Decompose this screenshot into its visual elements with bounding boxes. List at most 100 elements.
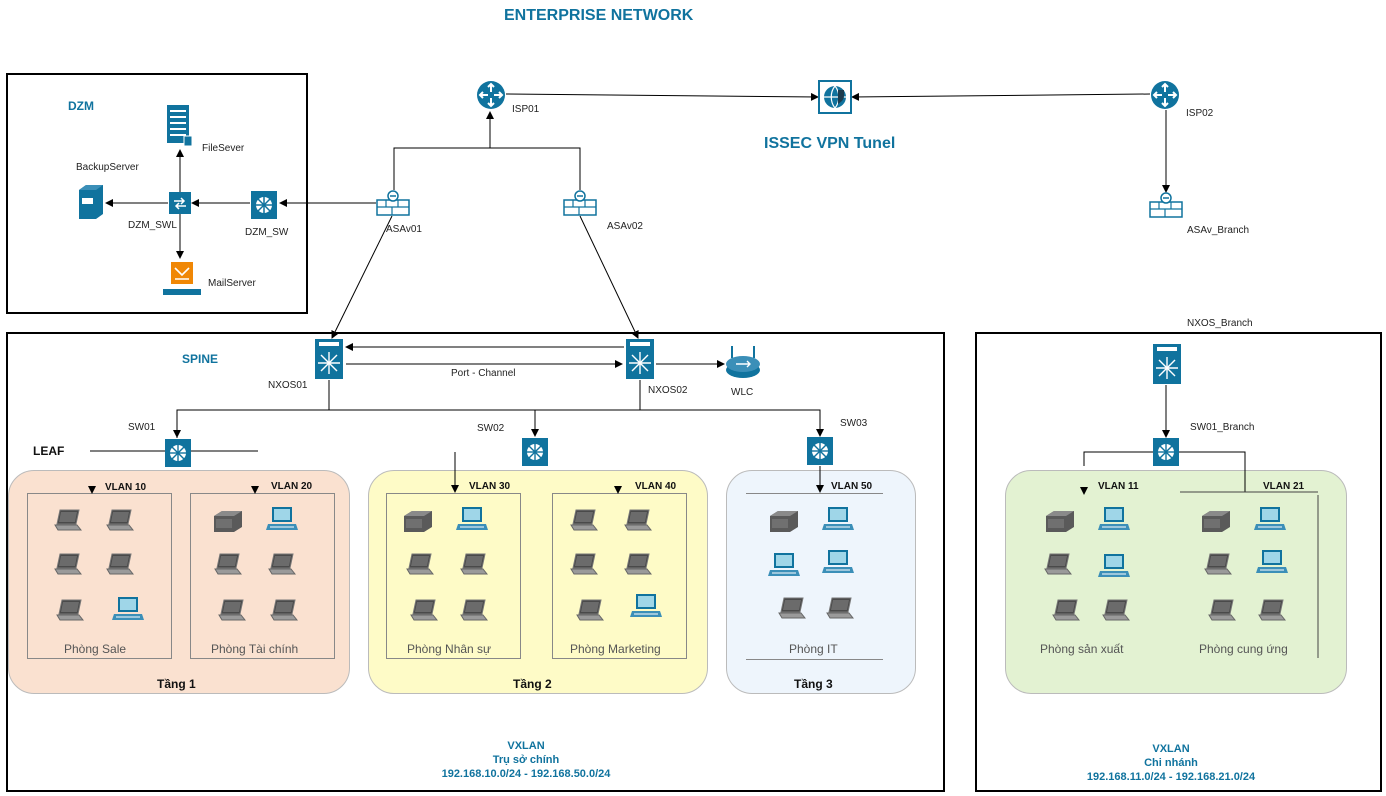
sw01-branch-label: SW01_Branch bbox=[1190, 422, 1255, 433]
asav01-label: ASAv01 bbox=[386, 224, 422, 235]
nxos01-switch-icon[interactable] bbox=[314, 338, 344, 385]
sw03-label: SW03 bbox=[840, 418, 868, 429]
sw02-switch-icon[interactable] bbox=[521, 437, 549, 472]
laptop-icon[interactable] bbox=[54, 508, 83, 537]
server-icon[interactable] bbox=[212, 510, 244, 539]
file-server-icon[interactable] bbox=[166, 104, 193, 153]
nxos-branch-label: NXOS_Branch bbox=[1187, 318, 1253, 329]
desktop-pc-icon[interactable] bbox=[822, 549, 854, 580]
backup-server-icon[interactable] bbox=[78, 184, 104, 225]
sw02-label: SW02 bbox=[477, 423, 505, 434]
laptop-icon[interactable] bbox=[410, 598, 439, 627]
link-isp02-vpn bbox=[851, 92, 1151, 101]
laptop-icon[interactable] bbox=[268, 552, 297, 581]
laptop-icon[interactable] bbox=[1052, 598, 1081, 627]
desktop-pc-icon[interactable] bbox=[822, 506, 854, 537]
vpn-globe-icon[interactable] bbox=[818, 80, 852, 119]
isp01-router-icon[interactable] bbox=[476, 80, 506, 115]
laptop-icon[interactable] bbox=[218, 598, 247, 627]
laptop-icon[interactable] bbox=[570, 508, 599, 537]
server-icon[interactable] bbox=[768, 510, 800, 539]
floor-2 bbox=[368, 470, 708, 694]
laptop-icon[interactable] bbox=[1204, 552, 1233, 581]
link-asav01-nxos01 bbox=[331, 215, 393, 339]
asav01-firewall-icon[interactable] bbox=[376, 190, 410, 221]
laptop-icon[interactable] bbox=[270, 598, 299, 627]
desktop-pc-icon[interactable] bbox=[112, 596, 144, 627]
server-icon[interactable] bbox=[1200, 510, 1232, 539]
laptop-icon[interactable] bbox=[826, 596, 855, 625]
server-icon[interactable] bbox=[1044, 510, 1076, 539]
sw01-label: SW01 bbox=[128, 422, 156, 433]
main-site-zone bbox=[6, 332, 945, 792]
desktop-pc-icon[interactable] bbox=[1256, 549, 1288, 580]
leaf-label: LEAF bbox=[33, 444, 65, 458]
room-supply-name: Phòng cung ứng bbox=[1199, 642, 1288, 656]
laptop-icon[interactable] bbox=[106, 552, 135, 581]
laptop-icon[interactable] bbox=[624, 552, 653, 581]
laptop-icon[interactable] bbox=[56, 598, 85, 627]
laptop-icon[interactable] bbox=[570, 552, 599, 581]
dzm-swl-label: DZM_SWL bbox=[128, 220, 177, 231]
mail-server-icon[interactable] bbox=[162, 262, 202, 303]
main-range: 192.168.10.0/24 - 192.168.50.0/24 bbox=[441, 768, 611, 780]
laptop-icon[interactable] bbox=[460, 598, 489, 627]
laptop-icon[interactable] bbox=[460, 552, 489, 581]
vlan-21-label: VLAN 21 bbox=[1263, 481, 1305, 492]
branch-vxlan: VXLAN bbox=[1152, 743, 1190, 755]
desktop-pc-icon[interactable] bbox=[456, 506, 488, 537]
asav02-label: ASAv02 bbox=[607, 221, 643, 232]
laptop-icon[interactable] bbox=[1258, 598, 1287, 627]
desktop-pc-icon[interactable] bbox=[1098, 553, 1130, 584]
wlc-icon[interactable] bbox=[724, 344, 762, 385]
dzm-sw-icon[interactable] bbox=[250, 190, 280, 225]
floor-3-name: Tầng 3 bbox=[794, 677, 833, 691]
wlc-label: WLC bbox=[731, 387, 754, 398]
laptop-icon[interactable] bbox=[1044, 552, 1073, 581]
sw01-switch-icon[interactable] bbox=[164, 438, 192, 473]
laptop-icon[interactable] bbox=[54, 552, 83, 581]
page-title: ENTERPRISE NETWORK bbox=[504, 7, 694, 24]
laptop-icon[interactable] bbox=[214, 552, 243, 581]
vpn-tunnel-label: ISSEC VPN Tunel bbox=[764, 135, 896, 152]
laptop-icon[interactable] bbox=[106, 508, 135, 537]
asav-branch-firewall-icon[interactable] bbox=[1149, 192, 1183, 223]
link-asav-bus bbox=[393, 147, 581, 190]
dzm-sw-label: DZM_SW bbox=[245, 227, 289, 238]
laptop-icon[interactable] bbox=[624, 508, 653, 537]
link-isp01-vpn bbox=[505, 92, 819, 101]
server-icon[interactable] bbox=[402, 510, 434, 539]
floor-1-name: Tầng 1 bbox=[157, 677, 196, 691]
floor-2-name: Tầng 2 bbox=[513, 677, 552, 691]
desktop-pc-icon[interactable] bbox=[1098, 506, 1130, 537]
desktop-pc-icon[interactable] bbox=[266, 506, 298, 537]
sw01-branch-switch-icon[interactable] bbox=[1152, 437, 1180, 472]
laptop-icon[interactable] bbox=[778, 596, 807, 625]
nxos-branch-switch-icon[interactable] bbox=[1152, 343, 1182, 390]
sw03-switch-icon[interactable] bbox=[806, 436, 834, 471]
vlan-20-label: VLAN 20 bbox=[271, 481, 313, 492]
vlan-10-label: VLAN 10 bbox=[105, 482, 147, 493]
dzm-swl-icon[interactable] bbox=[169, 192, 191, 219]
desktop-pc-icon[interactable] bbox=[1254, 506, 1286, 537]
branch-site: Chi nhánh bbox=[1144, 757, 1198, 769]
room-production-name: Phòng sản xuất bbox=[1040, 642, 1124, 656]
laptop-icon[interactable] bbox=[1208, 598, 1237, 627]
floor-3 bbox=[726, 470, 916, 694]
main-footer: VXLAN Trụ sở chính 192.168.10.0/24 - 192… bbox=[426, 739, 626, 781]
file-server-label: FileSever bbox=[202, 143, 245, 154]
branch-footer: VXLAN Chi nhánh 192.168.11.0/24 - 192.16… bbox=[1071, 742, 1271, 784]
laptop-icon[interactable] bbox=[406, 552, 435, 581]
laptop-icon[interactable] bbox=[576, 598, 605, 627]
isp02-label: ISP02 bbox=[1186, 108, 1214, 119]
backup-server-label: BackupServer bbox=[76, 162, 139, 173]
asav02-firewall-icon[interactable] bbox=[563, 190, 597, 221]
desktop-pc-icon[interactable] bbox=[768, 552, 800, 583]
room-it-name: Phòng IT bbox=[789, 642, 838, 656]
desktop-pc-icon[interactable] bbox=[630, 593, 662, 624]
laptop-icon[interactable] bbox=[1102, 598, 1131, 627]
nxos02-switch-icon[interactable] bbox=[625, 338, 655, 385]
room-it-line-bottom bbox=[746, 659, 883, 660]
isp02-router-icon[interactable] bbox=[1150, 80, 1180, 115]
asav-branch-label: ASAv_Branch bbox=[1187, 225, 1250, 236]
